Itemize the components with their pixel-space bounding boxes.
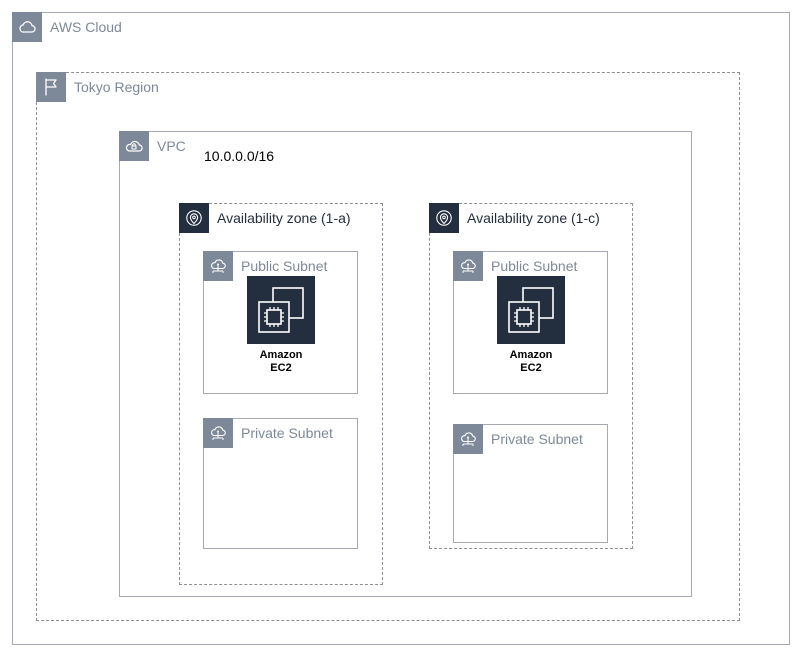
subnet-cloud-icon <box>453 424 483 454</box>
ec2-label: Amazon EC2 <box>481 349 581 375</box>
ec2-chip-icon <box>247 276 315 344</box>
vpc-lock-cloud-icon <box>119 131 149 161</box>
private-subnet-1a: Private Subnet <box>203 418 358 549</box>
private-subnet-label: Private Subnet <box>491 431 583 447</box>
region-label: Tokyo Region <box>74 79 159 95</box>
vpc-label: VPC <box>157 138 186 154</box>
availability-zone-label: Availability zone (1-c) <box>467 210 600 226</box>
region-group: Tokyo Region <box>36 72 740 621</box>
public-subnet-1a: Public Subnet <box>203 251 358 394</box>
location-pin-icon <box>179 203 209 233</box>
availability-zone-1c: Availability zone (1-c) <box>429 203 633 549</box>
cloud-icon <box>12 12 42 42</box>
subnet-cloud-icon <box>203 418 233 448</box>
public-subnet-label: Public Subnet <box>241 258 328 274</box>
vpc-cidr: 10.0.0.0/16 <box>204 148 275 164</box>
ec2-label-line1: Amazon <box>509 349 553 361</box>
aws-cloud-label: AWS Cloud <box>50 19 122 35</box>
availability-zone-label: Availability zone (1-a) <box>217 210 351 226</box>
subnet-cloud-icon <box>203 251 233 281</box>
flag-icon <box>36 72 66 102</box>
ec2-label-line2: EC2 <box>270 362 292 374</box>
subnet-cloud-icon <box>453 251 483 281</box>
ec2-label: Amazon EC2 <box>231 349 331 375</box>
private-subnet-label: Private Subnet <box>241 425 333 441</box>
private-subnet-1c: Private Subnet <box>453 424 608 543</box>
availability-zone-1a: Availability zone (1-a) <box>179 203 383 585</box>
vpc-group: VPC <box>119 131 692 597</box>
ec2-label-line1: Amazon <box>259 349 303 361</box>
public-subnet-label: Public Subnet <box>491 258 578 274</box>
location-pin-icon <box>429 203 459 233</box>
aws-cloud-group: AWS Cloud <box>12 12 790 645</box>
ec2-chip-icon <box>497 276 565 344</box>
ec2-label-line2: EC2 <box>520 362 542 374</box>
public-subnet-1c: Public Subnet <box>453 251 608 394</box>
